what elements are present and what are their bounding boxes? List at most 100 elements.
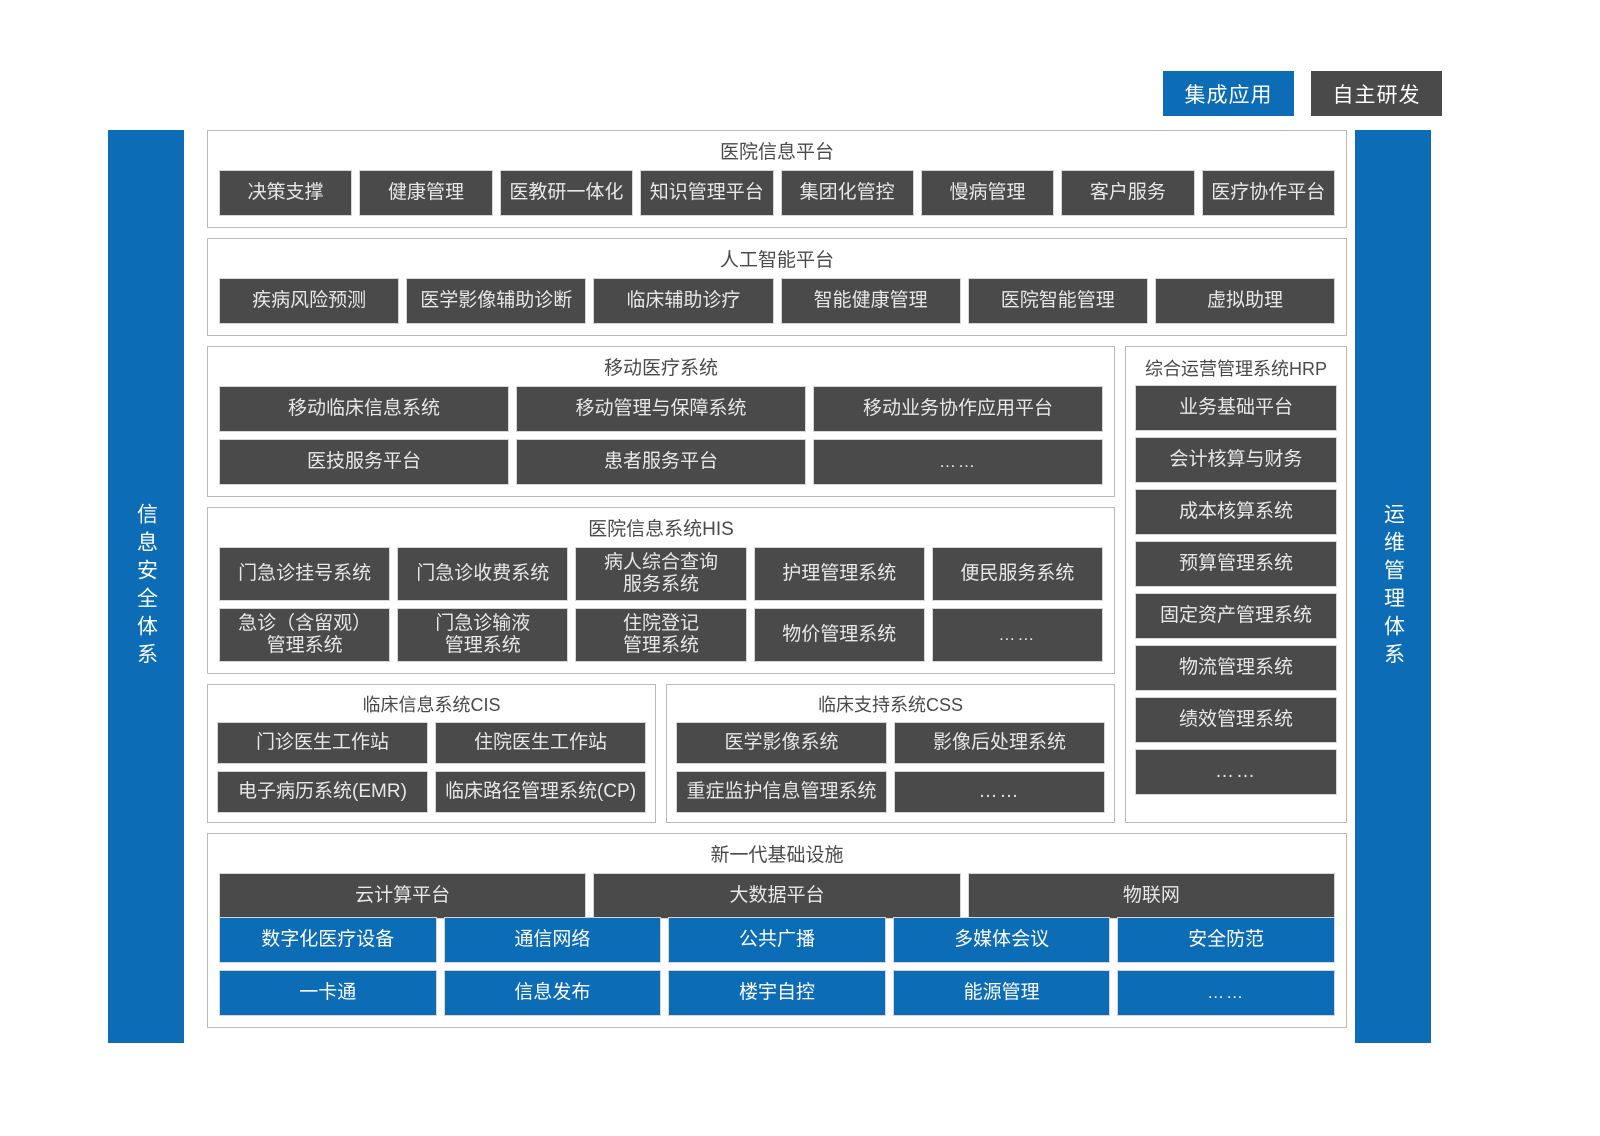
module-box[interactable]: 住院登记管理系统 <box>575 608 747 662</box>
module-box[interactable]: 影像后处理系统 <box>894 722 1105 764</box>
module-box[interactable]: 智能健康管理 <box>780 278 961 324</box>
module-box-ellipsis[interactable]: …… <box>931 608 1104 662</box>
module-box[interactable]: 临床路径管理系统(CP) <box>435 771 646 813</box>
module-row: 一卡通信息发布楼宇自控能源管理…… <box>219 970 1335 1016</box>
module-box[interactable]: 护理管理系统 <box>753 547 925 601</box>
module-box[interactable]: 门急诊挂号系统 <box>218 547 391 601</box>
middle-region: 移动医疗系统 移动临床信息系统移动管理与保障系统移动业务协作应用平台医技服务平台… <box>207 346 1347 823</box>
module-box[interactable]: 集团化管控 <box>780 170 914 216</box>
module-box[interactable]: 电子病历系统(EMR) <box>217 771 428 813</box>
module-box[interactable]: 门急诊输液管理系统 <box>397 608 569 662</box>
module-box[interactable]: 决策支撑 <box>218 170 353 216</box>
module-box[interactable]: 患者服务平台 <box>516 439 806 485</box>
panel-title: 人工智能平台 <box>719 250 834 271</box>
cis-grid: 门诊医生工作站住院医生工作站电子病历系统(EMR)临床路径管理系统(CP) <box>217 722 646 813</box>
legend-label: 自主研发 <box>1332 83 1421 107</box>
module-box[interactable]: 大数据平台 <box>593 873 961 919</box>
module-box[interactable]: 病人综合查询服务系统 <box>575 547 747 601</box>
module-box-ellipsis[interactable]: …… <box>1135 749 1337 795</box>
panel-title: 综合运营管理系统HRP <box>1144 359 1327 379</box>
module-box[interactable]: 医疗协作平台 <box>1201 170 1336 216</box>
module-box[interactable]: 便民服务系统 <box>931 547 1104 601</box>
panel-title: 临床支持系统CSS <box>817 695 963 715</box>
panel-title: 医院信息系统HIS <box>588 519 734 540</box>
legend-label: 集成应用 <box>1184 83 1273 107</box>
module-box[interactable]: 一卡通 <box>219 970 437 1016</box>
sidebar-information-security: 信息安全体系 <box>108 130 184 1043</box>
module-box[interactable]: 门诊医生工作站 <box>217 722 428 764</box>
module-box-ellipsis[interactable]: …… <box>894 771 1105 813</box>
module-box[interactable]: 信息发布 <box>443 970 662 1016</box>
module-box[interactable]: 成本核算系统 <box>1135 489 1337 535</box>
module-box[interactable]: 公共广播 <box>668 917 886 963</box>
panel-infrastructure: 新一代基础设施 云计算平台大数据平台物联网 数字化医疗设备通信网络公共广播多媒体… <box>207 833 1347 1028</box>
module-box-ellipsis[interactable]: …… <box>1117 970 1335 1016</box>
module-box[interactable]: 临床辅助诊疗 <box>593 278 774 324</box>
module-box[interactable]: 医学影像系统 <box>676 722 887 764</box>
module-box[interactable]: 业务基础平台 <box>1135 385 1337 431</box>
module-box[interactable]: 医技服务平台 <box>219 439 509 485</box>
panel-hospital-information-platform: 医院信息平台 决策支撑健康管理医教研一体化知识管理平台集团化管控慢病管理客户服务… <box>207 130 1347 228</box>
module-row: 移动临床信息系统移动管理与保障系统移动业务协作应用平台 <box>219 386 1103 432</box>
module-box[interactable]: 急诊（含留观）管理系统 <box>218 608 391 662</box>
module-box[interactable]: 移动管理与保障系统 <box>516 386 806 432</box>
module-box[interactable]: 慢病管理 <box>920 170 1055 216</box>
sidebar-left-label: 信息安全体系 <box>134 502 158 671</box>
panel-hrp: 综合运营管理系统HRP 业务基础平台会计核算与财务成本核算系统预算管理系统固定资… <box>1125 346 1347 823</box>
module-box[interactable]: 通信网络 <box>443 917 662 963</box>
mobile-medical-grid: 移动临床信息系统移动管理与保障系统移动业务协作应用平台医技服务平台患者服务平台…… <box>219 386 1103 485</box>
module-box[interactable]: 移动业务协作应用平台 <box>813 386 1103 432</box>
panel-mobile-medical-system: 移动医疗系统 移动临床信息系统移动管理与保障系统移动业务协作应用平台医技服务平台… <box>207 346 1115 497</box>
module-box[interactable]: 健康管理 <box>359 170 493 216</box>
ai-platform-items: 疾病风险预测医学影像辅助诊断临床辅助诊疗智能健康管理医院智能管理虚拟助理 <box>218 278 1336 324</box>
legend: 集成应用 自主研发 <box>1163 71 1442 116</box>
module-box[interactable]: 疾病风险预测 <box>218 278 400 324</box>
clinical-systems-region: 临床信息系统CIS 门诊医生工作站住院医生工作站电子病历系统(EMR)临床路径管… <box>207 684 1115 823</box>
module-box[interactable]: 多媒体会议 <box>892 917 1111 963</box>
module-box[interactable]: 物流管理系统 <box>1135 645 1337 691</box>
module-row: 医技服务平台患者服务平台…… <box>219 439 1103 485</box>
legend-item-self-developed[interactable]: 自主研发 <box>1311 71 1442 116</box>
module-box[interactable]: 移动临床信息系统 <box>219 386 509 432</box>
module-box[interactable]: 物联网 <box>967 873 1335 919</box>
module-box[interactable]: 医教研一体化 <box>499 170 634 216</box>
module-box[interactable]: 医学影像辅助诊断 <box>406 278 587 324</box>
hrp-items: 业务基础平台会计核算与财务成本核算系统预算管理系统固定资产管理系统物流管理系统绩… <box>1135 385 1337 812</box>
module-row: 门急诊挂号系统门急诊收费系统病人综合查询服务系统护理管理系统便民服务系统 <box>218 547 1104 601</box>
module-box[interactable]: 云计算平台 <box>218 873 587 919</box>
module-box[interactable]: 楼宇自控 <box>668 970 886 1016</box>
module-box[interactable]: 会计核算与财务 <box>1135 437 1337 483</box>
module-box[interactable]: 客户服务 <box>1061 170 1195 216</box>
panel-css: 临床支持系统CSS 医学影像系统影像后处理系统重症监护信息管理系统…… <box>666 684 1115 823</box>
module-row: 数字化医疗设备通信网络公共广播多媒体会议安全防范 <box>219 917 1335 963</box>
panel-title: 临床信息系统CIS <box>362 695 501 715</box>
sidebar-operation-maintenance: 运维管理体系 <box>1355 130 1431 1043</box>
module-box-ellipsis[interactable]: …… <box>813 439 1103 485</box>
module-box[interactable]: 固定资产管理系统 <box>1135 593 1337 639</box>
legend-item-integrated-application[interactable]: 集成应用 <box>1163 71 1294 116</box>
module-row: 医学影像系统影像后处理系统 <box>676 722 1105 764</box>
infrastructure-blue-grid: 数字化医疗设备通信网络公共广播多媒体会议安全防范一卡通信息发布楼宇自控能源管理…… <box>219 917 1335 1016</box>
middle-left-column: 移动医疗系统 移动临床信息系统移动管理与保障系统移动业务协作应用平台医技服务平台… <box>207 346 1115 823</box>
module-box[interactable]: 重症监护信息管理系统 <box>676 771 887 813</box>
module-box[interactable]: 知识管理平台 <box>640 170 774 216</box>
module-box[interactable]: 门急诊收费系统 <box>397 547 569 601</box>
main-stack: 医院信息平台 决策支撑健康管理医教研一体化知识管理平台集团化管控慢病管理客户服务… <box>207 130 1347 1043</box>
module-box[interactable]: 虚拟助理 <box>1154 278 1336 324</box>
infrastructure-platform-row: 云计算平台大数据平台物联网 <box>218 873 1335 919</box>
module-box[interactable]: 绩效管理系统 <box>1135 697 1337 743</box>
hospital-platform-items: 决策支撑健康管理医教研一体化知识管理平台集团化管控慢病管理客户服务医疗协作平台 <box>218 170 1336 216</box>
module-box[interactable]: 住院医生工作站 <box>435 722 646 764</box>
module-box[interactable]: 数字化医疗设备 <box>219 917 437 963</box>
module-row: 急诊（含留观）管理系统门急诊输液管理系统住院登记管理系统物价管理系统…… <box>218 608 1104 662</box>
module-box[interactable]: 安全防范 <box>1117 917 1335 963</box>
sidebar-right-label: 运维管理体系 <box>1381 502 1405 671</box>
panel-title: 移动医疗系统 <box>603 358 718 379</box>
panel-his: 医院信息系统HIS 门急诊挂号系统门急诊收费系统病人综合查询服务系统护理管理系统… <box>207 507 1115 674</box>
module-box[interactable]: 预算管理系统 <box>1135 541 1337 587</box>
his-grid: 门急诊挂号系统门急诊收费系统病人综合查询服务系统护理管理系统便民服务系统急诊（含… <box>218 547 1104 662</box>
module-box[interactable]: 物价管理系统 <box>753 608 925 662</box>
module-box[interactable]: 医院智能管理 <box>967 278 1148 324</box>
module-box[interactable]: 能源管理 <box>892 970 1111 1016</box>
